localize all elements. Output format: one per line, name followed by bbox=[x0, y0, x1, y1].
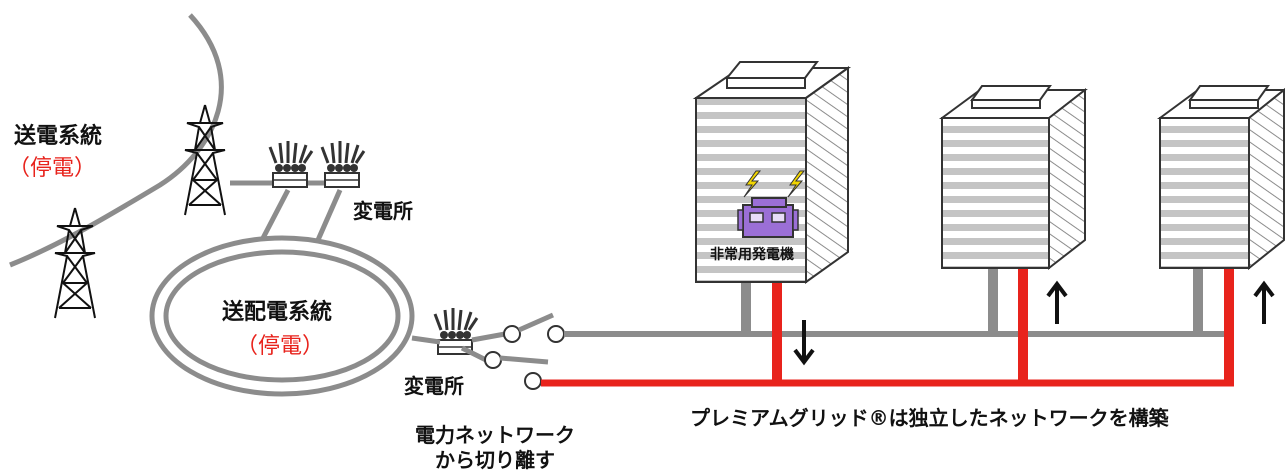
disconnect-label-line2: から切り離す bbox=[435, 448, 555, 472]
distribution-outage-label: （停電） bbox=[236, 334, 325, 359]
disconnect-label-line1: 電力ネットワーク bbox=[415, 423, 575, 447]
building bbox=[938, 85, 1088, 271]
transformer-icon bbox=[320, 139, 366, 189]
building-with-generator bbox=[692, 61, 852, 284]
switch-node bbox=[524, 372, 542, 390]
transmission-outage-label: （停電） bbox=[8, 156, 97, 181]
substation-bottom-label: 変電所 bbox=[404, 374, 464, 398]
emergency-generator-label: 非常用発電機 bbox=[710, 247, 794, 263]
transformer-icon bbox=[268, 139, 314, 189]
distribution-ring-outer bbox=[149, 235, 415, 397]
arrow-up-icon bbox=[1253, 280, 1275, 324]
feeder-line bbox=[411, 335, 441, 345]
switch-blade bbox=[517, 312, 555, 333]
switch-node bbox=[484, 351, 502, 369]
switch-node bbox=[503, 325, 521, 343]
building bbox=[1156, 85, 1285, 271]
arrow-up-icon bbox=[1046, 280, 1068, 324]
switch-blade bbox=[499, 355, 549, 365]
feeder-line bbox=[259, 188, 291, 242]
distribution-ring-inner bbox=[163, 249, 401, 383]
generator-icon bbox=[737, 197, 799, 238]
switch-node bbox=[547, 325, 565, 343]
arrow-down-icon bbox=[793, 320, 815, 366]
transmission-line bbox=[9, 13, 224, 268]
transmission-system-label: 送電系統 bbox=[14, 124, 103, 149]
premium-grid-caption: プレミアムグリッド®は独立したネットワークを構築 bbox=[690, 406, 1169, 430]
switch-line bbox=[471, 331, 506, 343]
transformer-icon bbox=[433, 306, 479, 356]
substation-top-label: 変電所 bbox=[353, 199, 413, 223]
distribution-system-label: 送配電系統 bbox=[222, 300, 333, 325]
feeder-line bbox=[315, 188, 343, 242]
switch-line bbox=[460, 345, 488, 363]
